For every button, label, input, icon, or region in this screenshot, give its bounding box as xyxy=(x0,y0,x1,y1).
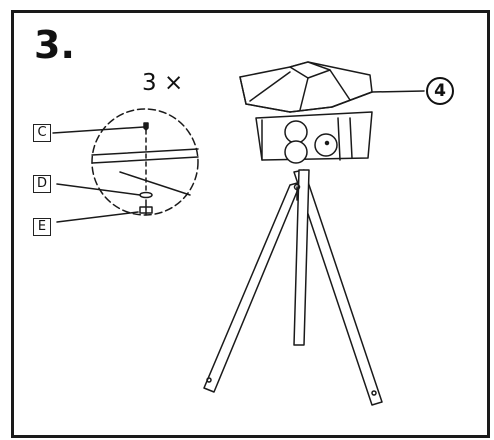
component-callout: 4 xyxy=(426,77,454,105)
bird-feeder-house xyxy=(239,61,373,164)
part-label-c: C xyxy=(33,124,51,142)
quantity-label: 3 × xyxy=(142,70,184,96)
screw-detail-view xyxy=(91,108,199,216)
part-label-e: E xyxy=(33,218,51,236)
tripod-stand xyxy=(203,169,383,406)
part-label-d: D xyxy=(33,175,51,193)
step-number: 3. xyxy=(34,23,75,67)
